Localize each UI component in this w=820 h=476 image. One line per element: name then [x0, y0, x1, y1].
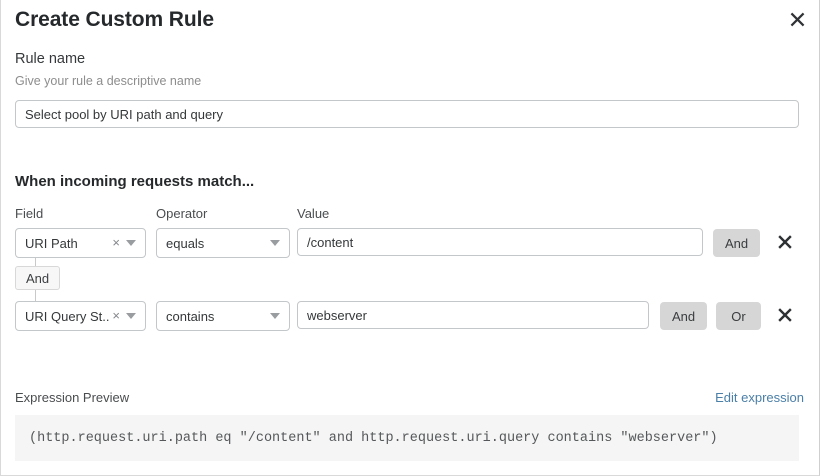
connector-and-chip[interactable]: And — [15, 266, 61, 290]
chevron-down-icon — [126, 240, 136, 246]
expression-preview-label: Expression Preview — [15, 390, 130, 405]
column-label-value: Value — [297, 206, 330, 221]
expression-preview-box: (http.request.uri.path eq "/content" and… — [15, 415, 799, 461]
rule-name-input[interactable] — [15, 100, 799, 128]
field-select-2-value: URI Query St... — [25, 308, 111, 324]
chevron-down-icon — [126, 313, 136, 319]
field-select-1[interactable]: URI Path × — [15, 228, 146, 258]
close-button[interactable] — [784, 6, 810, 32]
rule-name-label: Rule name — [15, 51, 86, 67]
rule-name-help-text: Give your rule a descriptive name — [15, 74, 202, 88]
expression-preview-text: (http.request.uri.path eq "/content" and… — [29, 430, 718, 446]
clear-icon[interactable]: × — [112, 235, 120, 250]
condition-connector: And — [15, 258, 135, 302]
column-label-operator: Operator — [156, 206, 208, 221]
operator-select-2[interactable]: contains — [156, 301, 290, 331]
match-section-heading: When incoming requests match... — [15, 173, 255, 190]
close-icon — [778, 234, 792, 252]
operator-select-1[interactable]: equals — [156, 228, 290, 258]
condition-row: URI Query St... × contains And Or — [1, 301, 819, 331]
value-input-1[interactable] — [297, 228, 703, 256]
delete-condition-button-row-2[interactable] — [772, 303, 798, 329]
page-title: Create Custom Rule — [15, 8, 214, 31]
delete-condition-button-row-1[interactable] — [772, 230, 798, 256]
condition-row: URI Path × equals And — [1, 228, 819, 258]
edit-expression-link[interactable]: Edit expression — [715, 390, 804, 405]
logic-and-button-row-1[interactable]: And — [713, 229, 761, 257]
logic-or-button-row-2[interactable]: Or — [716, 302, 761, 330]
column-label-field: Field — [15, 206, 44, 221]
field-select-1-value: URI Path — [25, 235, 78, 251]
close-icon — [790, 12, 805, 27]
clear-icon[interactable]: × — [112, 308, 120, 323]
operator-select-1-value: equals — [166, 235, 205, 251]
value-input-2[interactable] — [297, 301, 649, 329]
field-select-2[interactable]: URI Query St... × — [15, 301, 146, 331]
operator-select-2-value: contains — [166, 308, 215, 324]
chevron-down-icon — [270, 313, 280, 319]
logic-and-button-row-2[interactable]: And — [660, 302, 708, 330]
chevron-down-icon — [270, 240, 280, 246]
close-icon — [778, 307, 792, 325]
